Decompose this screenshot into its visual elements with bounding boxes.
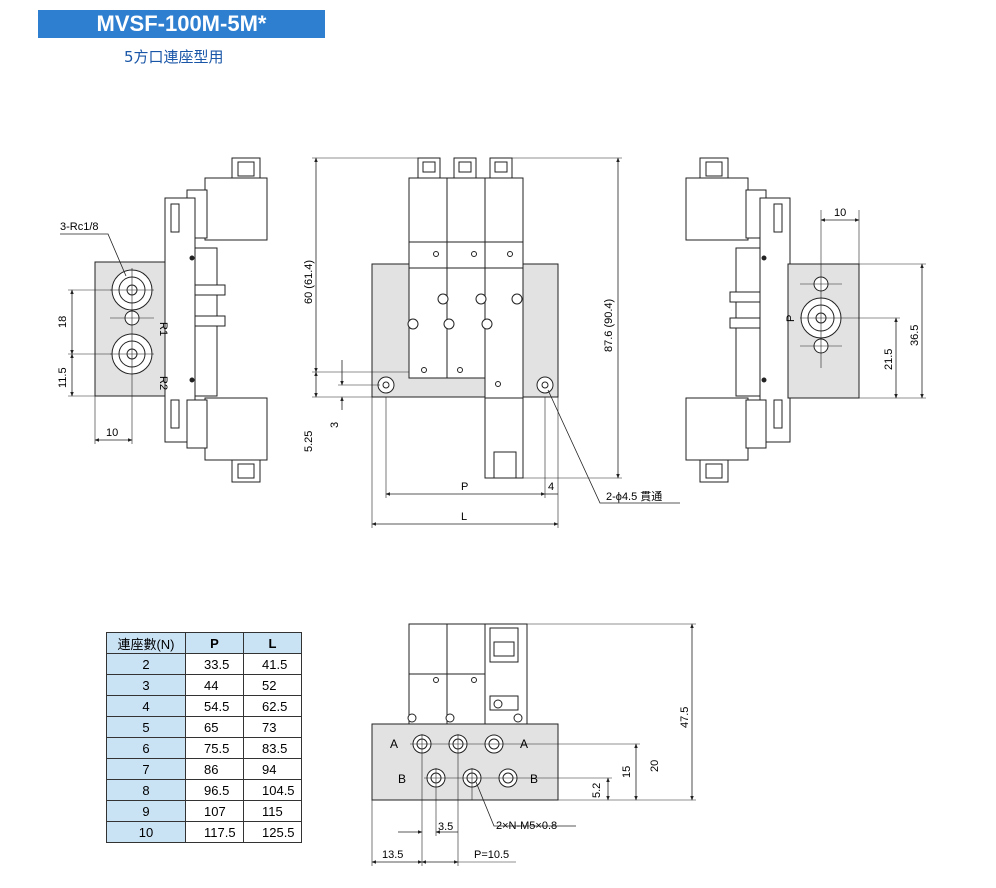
dim-13-5-bottom: 13.5 <box>382 849 403 861</box>
cell-l: 62.5 <box>243 695 302 717</box>
port-a-right: A <box>520 737 528 751</box>
cell-l: 104.5 <box>243 779 302 801</box>
cell-l: 83.5 <box>243 737 302 759</box>
port-label-p: P <box>785 315 797 322</box>
left-side-view <box>60 157 268 483</box>
cell-l: 125.5 <box>243 821 302 843</box>
dim-47-5-bottom: 47.5 <box>679 707 691 728</box>
dim-10-left: 10 <box>106 427 118 439</box>
dim-18-left: 18 <box>57 316 69 328</box>
title-banner: MVSF-100M-5M* <box>38 10 325 38</box>
right-side-view <box>685 157 926 483</box>
cell-n: 2 <box>106 653 186 675</box>
cell-n: 3 <box>106 674 186 696</box>
dim-11-5-left: 11.5 <box>57 367 69 388</box>
thread-callout-bottom: 2×N-M5×0.8 <box>496 820 557 832</box>
dim-l-front: L <box>461 511 467 523</box>
cell-l: 94 <box>243 758 302 780</box>
cell-l: 73 <box>243 716 302 738</box>
front-view <box>312 157 680 528</box>
cell-p: 96.5 <box>185 779 244 801</box>
dim-60-front: 60 (61.4) <box>303 260 315 304</box>
col-header-stations: 連座數(N) <box>106 632 186 654</box>
cell-p: 86 <box>185 758 244 780</box>
bottom-view <box>371 623 696 866</box>
port-a-left: A <box>390 737 398 751</box>
dim-3-front: 3 <box>329 422 341 428</box>
thread-callout-left: 3-Rc1/8 <box>60 221 99 233</box>
cell-n: 6 <box>106 737 186 759</box>
cell-l: 41.5 <box>243 653 302 675</box>
dim-10-right: 10 <box>834 207 846 219</box>
cell-l: 115 <box>243 800 302 822</box>
cell-n: 5 <box>106 716 186 738</box>
dim-5-2-bottom: 5.2 <box>591 783 603 798</box>
dim-5-25-front: 5.25 <box>303 431 315 452</box>
port-label-r2: R2 <box>157 376 169 390</box>
cell-p: 107 <box>185 800 244 822</box>
cell-p: 117.5 <box>185 821 244 843</box>
hole-callout: 2-ϕ4.5 貫通 <box>606 490 662 503</box>
cell-p: 44 <box>185 674 244 696</box>
port-label-r1: R1 <box>157 322 169 336</box>
table-header-row: 連座數(N) P L <box>106 632 302 654</box>
cell-l: 52 <box>243 674 302 696</box>
cell-p: 75.5 <box>185 737 244 759</box>
page-title: MVSF-100M-5M* <box>96 11 267 36</box>
col-header-p: P <box>185 632 244 654</box>
dim-20-bottom: 20 <box>649 760 661 772</box>
col-header-l: L <box>243 632 302 654</box>
dim-87-6-front: 87.6 (90.4) <box>603 299 615 352</box>
cell-n: 9 <box>106 800 186 822</box>
page-subtitle: 5方口連座型用 <box>124 48 224 66</box>
cell-n: 8 <box>106 779 186 801</box>
cell-n: 4 <box>106 695 186 717</box>
dim-4-front: 4 <box>548 481 554 493</box>
dim-3-5-bottom: 3.5 <box>438 821 453 833</box>
port-b-right: B <box>530 772 538 786</box>
pitch-label-bottom: P=10.5 <box>474 849 509 861</box>
cell-n: 10 <box>106 821 186 843</box>
cell-p: 33.5 <box>185 653 244 675</box>
cell-n: 7 <box>106 758 186 780</box>
dim-15-bottom: 15 <box>621 766 633 778</box>
dim-p-front: P <box>461 481 468 493</box>
cell-p: 54.5 <box>185 695 244 717</box>
dim-21-5-right: 21.5 <box>883 349 895 370</box>
port-b-left: B <box>398 772 406 786</box>
cell-p: 65 <box>185 716 244 738</box>
dim-36-5-right: 36.5 <box>909 325 921 346</box>
